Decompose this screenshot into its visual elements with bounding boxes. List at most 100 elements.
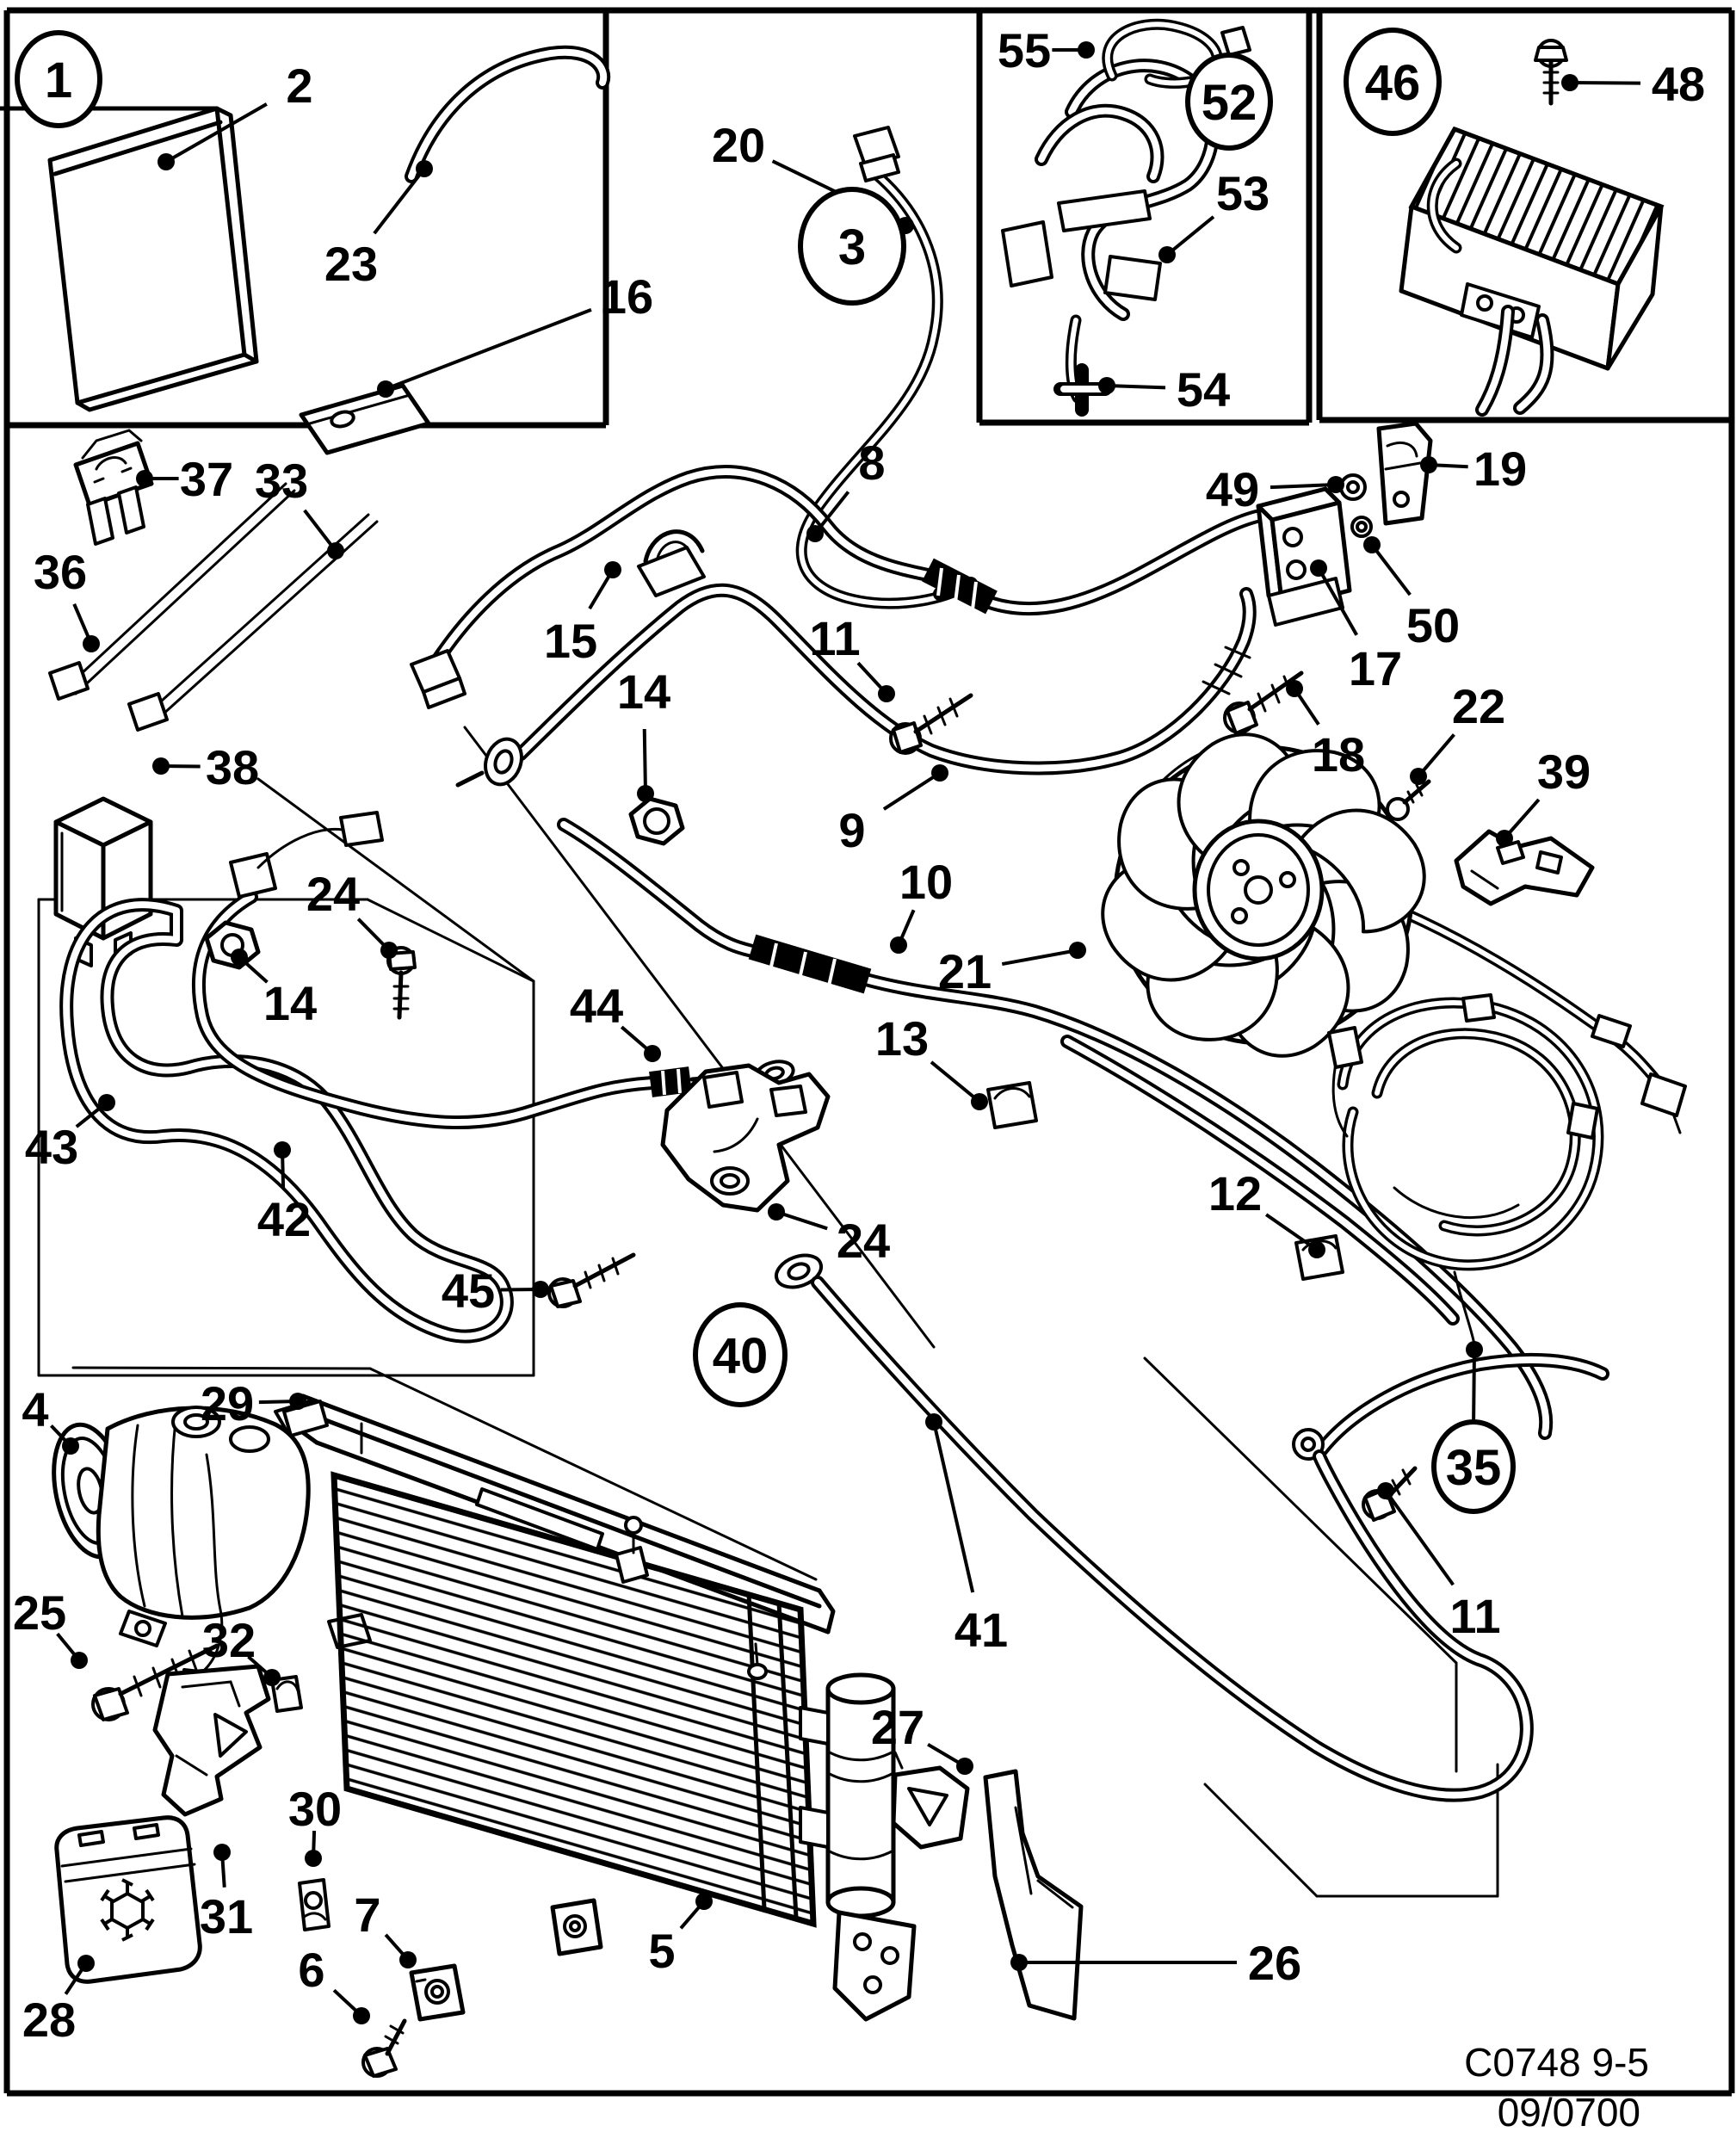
lower-box-corner-cut [366, 898, 535, 983]
region-diagonal-right [1143, 1356, 1458, 1665]
part-label-48-dot [1561, 74, 1578, 91]
part-label-49-leader [1270, 483, 1337, 490]
part-label-12-dot [1308, 1241, 1325, 1258]
condenser-region-top [71, 1366, 372, 1370]
clip-32 [270, 1675, 303, 1713]
part-label-45-dot [532, 1281, 549, 1298]
part-label-53-leader [1165, 215, 1215, 256]
bolt-6 [361, 2018, 407, 2078]
drier-bracket-27 [891, 1751, 970, 1850]
part-label-27-dot [956, 1758, 973, 1775]
corner-cut-diagonal [1203, 1783, 1319, 1898]
part-label-14-dot [637, 785, 654, 802]
separator-line [256, 777, 535, 983]
part-label-33: 33 [255, 454, 308, 508]
part-label-19: 19 [1473, 442, 1527, 496]
part-label-22: 22 [1452, 679, 1505, 733]
part-label-11: 11 [1449, 1589, 1500, 1643]
part-label-22-leader [1417, 733, 1455, 778]
part-label-55-dot [1078, 41, 1095, 59]
heater-hose [411, 53, 603, 176]
part-label-26: 26 [1248, 1936, 1301, 1990]
part-label-2-dot [158, 153, 175, 170]
part-label-54-leader [1106, 384, 1166, 390]
part-label-21-dot [1069, 942, 1086, 959]
ref-circle-40 [693, 1302, 788, 1407]
ref-circle-1 [15, 30, 102, 128]
ref-circle-46-text: 46 [1365, 55, 1421, 111]
condenser [331, 1471, 817, 1928]
part-label-21: 21 [938, 944, 992, 998]
part-label-11-dot [1377, 1482, 1394, 1499]
part-label-32-dot [263, 1669, 281, 1686]
part-label-14: 14 [263, 976, 317, 1030]
ref-circle-3-text: 3 [838, 219, 866, 275]
liquid-pipe [455, 590, 1250, 788]
part-label-12-leader [1264, 1213, 1319, 1251]
part-label-53: 53 [1216, 166, 1270, 220]
part-label-41-dot [925, 1413, 942, 1431]
part-label-39-dot [1496, 830, 1513, 847]
part-label-17-dot [1310, 559, 1327, 577]
part-label-12: 12 [1208, 1166, 1262, 1220]
o-ring-50 [1350, 516, 1373, 538]
screw-22 [1386, 779, 1431, 821]
part-label-17: 17 [1349, 641, 1402, 695]
pipe-clamp [637, 529, 706, 597]
part-label-14-leader [642, 728, 647, 794]
part-label-7-dot [399, 1951, 417, 1968]
o-ring-49 [1339, 473, 1367, 501]
bolt-24a [386, 946, 417, 1020]
part-label-27: 27 [871, 1700, 924, 1754]
part-label-23-dot [416, 160, 433, 177]
part-label-42: 42 [257, 1192, 311, 1246]
section-separator-lines [37, 726, 1499, 1898]
part-label-4: 4 [22, 1382, 48, 1437]
ref-circle-35 [1431, 1419, 1516, 1514]
ref-circle-35-leader [1472, 1349, 1476, 1428]
part-label-2: 2 [286, 59, 312, 113]
part-label-9: 9 [838, 803, 865, 857]
part-label-55: 55 [998, 23, 1051, 77]
part-label-37: 37 [180, 452, 233, 506]
separator-line [463, 726, 936, 1349]
part-label-38: 38 [206, 740, 259, 794]
fuse [73, 429, 154, 546]
bolt-25 [91, 1643, 219, 1721]
part-label-16-dot [377, 380, 394, 398]
ref-circle-52-text: 52 [1202, 75, 1257, 131]
part-label-8-dot [806, 525, 824, 542]
part-label-14-dot [231, 949, 248, 966]
part-label-15-dot [604, 561, 621, 578]
part-label-8: 8 [858, 436, 885, 490]
insulation-plate [299, 383, 431, 455]
part-label-7: 7 [354, 1888, 380, 1942]
bracket-7 [409, 1963, 466, 2022]
part-label-30: 30 [288, 1782, 342, 1836]
part-label-2-leader [165, 102, 268, 164]
part-label-32: 32 [202, 1613, 256, 1667]
figure-footer: C0748 9-5 09/0700 [1464, 2040, 1649, 2132]
part-label-49-dot [1327, 476, 1344, 493]
part-label-36: 36 [34, 545, 87, 599]
part-label-48: 48 [1652, 57, 1705, 111]
valve-bracket [1376, 421, 1433, 526]
part-label-50: 50 [1406, 598, 1460, 652]
clip-55 [1108, 24, 1251, 83]
bolt-45 [547, 1252, 636, 1308]
part-label-26-dot [1010, 1954, 1028, 1971]
part-label-17-leader [1317, 567, 1358, 636]
evaporator-bolt [1534, 39, 1568, 106]
part-label-10-dot [890, 936, 907, 954]
part-label-25-dot [71, 1652, 88, 1669]
part-label-31-dot [213, 1844, 231, 1861]
evaporator [1399, 126, 1665, 410]
part-label-24: 24 [306, 867, 360, 921]
part-label-11: 11 [809, 611, 860, 665]
part-label-38-dot [152, 757, 170, 775]
part-label-29-dot [289, 1393, 306, 1410]
part-label-39: 39 [1537, 745, 1591, 799]
